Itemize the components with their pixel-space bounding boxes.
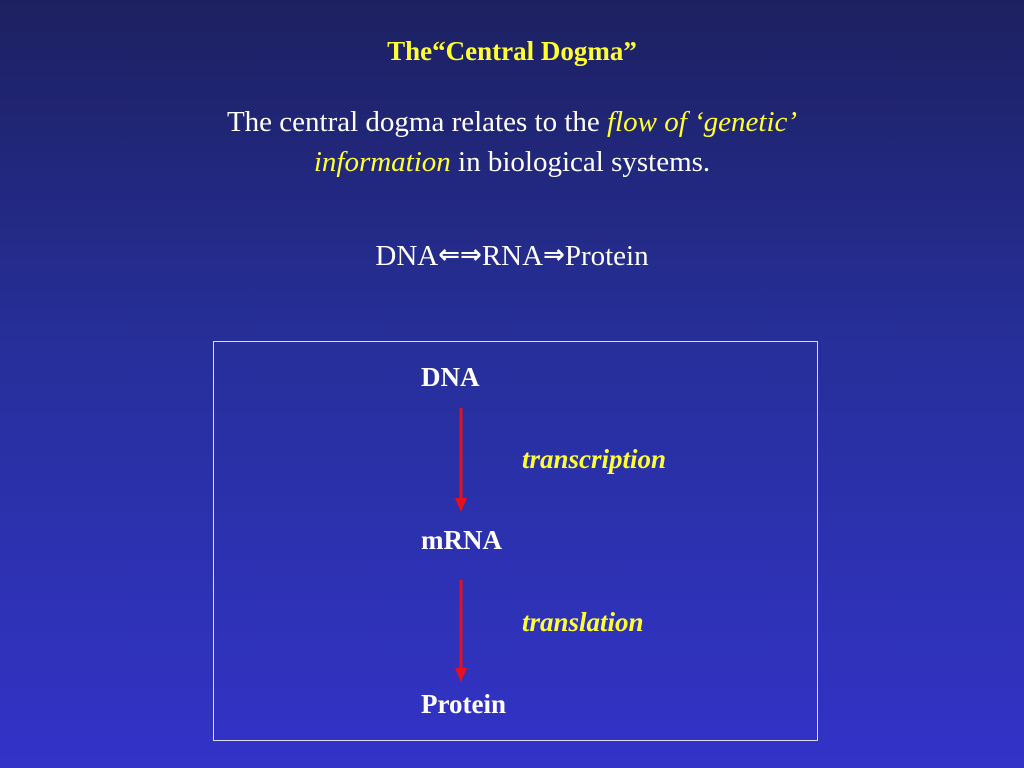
node-mrna: mRNA bbox=[421, 525, 502, 555]
intro-part2: in biological systems. bbox=[450, 146, 711, 178]
process-translation: translation bbox=[522, 607, 644, 637]
flow-dna: DNA bbox=[375, 240, 439, 272]
slide-title: The“Central Dogma” bbox=[387, 36, 637, 66]
intro-emphasis-2: information bbox=[313, 146, 451, 178]
right-arrow-icon: ⇒ bbox=[460, 240, 482, 270]
intro-text: The central dogma relates to the flow of… bbox=[112, 102, 912, 182]
left-arrow-icon: ⇐ bbox=[438, 240, 461, 270]
node-protein: Protein bbox=[421, 689, 506, 719]
intro-part1: The central dogma relates to the bbox=[226, 106, 607, 138]
flow-protein: Protein bbox=[564, 240, 649, 272]
right-arrow-icon-2: ⇒ bbox=[543, 240, 565, 270]
dogma-diagram-box: DNA transcription mRNA translation Prote… bbox=[213, 341, 818, 741]
translation-arrow-icon bbox=[455, 580, 467, 682]
dogma-flow-line: DNA⇐⇒RNA⇒Protein bbox=[0, 240, 1024, 273]
transcription-arrow-icon bbox=[455, 408, 467, 512]
intro-emphasis-1: flow of ‘genetic’ bbox=[607, 106, 798, 138]
process-transcription: transcription bbox=[522, 444, 667, 474]
node-dna: DNA bbox=[421, 362, 480, 392]
flow-rna: RNA bbox=[481, 240, 544, 272]
